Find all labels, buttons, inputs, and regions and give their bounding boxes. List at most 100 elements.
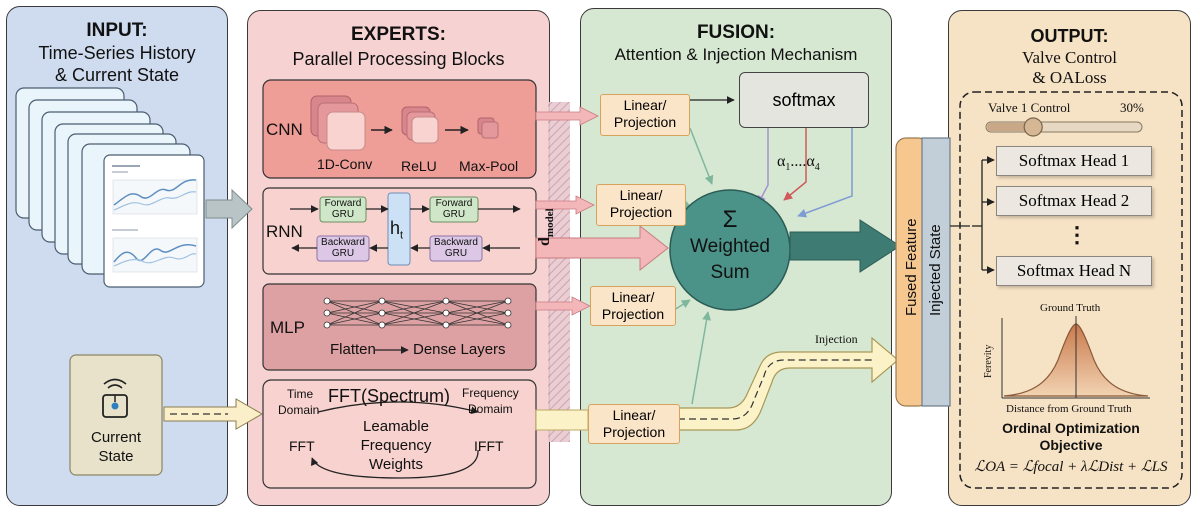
softmax-box: softmax — [739, 72, 869, 128]
chart-y-axis-label: Ferevity — [983, 344, 994, 378]
input-subtitle-2: & Current State — [54, 65, 180, 85]
heads-ellipsis: ⋮ — [1066, 222, 1088, 247]
rnn-to-proj-arrow — [535, 195, 595, 215]
rnn-bwd2-a: Backward — [434, 237, 478, 248]
sensor-icon — [102, 378, 128, 418]
output-subtitle-2: & OALoss — [1032, 68, 1107, 87]
dmodel-bar — [548, 102, 570, 442]
fft-time-domain-2: Domain — [278, 403, 320, 417]
projection-box-2: Linear/Projection — [596, 184, 686, 226]
softmax-head-2: Softmax Head 2 — [996, 186, 1152, 216]
hidden-state-symbol: h — [390, 218, 401, 238]
projection-2-line2: Projection — [609, 204, 673, 220]
time-series-stack — [15, 87, 205, 288]
fusion-subtitle: Attention & Injection Mechanism — [614, 45, 858, 64]
alpha-labels: α1....α4 — [777, 153, 820, 173]
mlp-network — [323, 297, 512, 329]
cnn-conv-blocks — [310, 95, 499, 151]
fft-freq-domain-2: Domaim — [468, 402, 513, 416]
fft-freq-domain-1: Frequency — [462, 386, 519, 400]
rnn-fwd2-a: Forward — [435, 198, 473, 209]
mlp-to-proj-arrow — [535, 296, 591, 316]
projection-3-line1: Linear/ — [611, 289, 655, 305]
valve-slider-fill — [987, 123, 1034, 131]
valve-slider-thumb — [1023, 117, 1043, 137]
dmodel-label: dmodel — [536, 208, 556, 246]
rnn-label: RNN — [266, 222, 303, 241]
injection-label: Injection — [815, 332, 858, 346]
fft-learn-3: Weights — [369, 456, 423, 473]
dmodel-subscript: model — [544, 208, 557, 238]
projection-2-line1: Linear/ — [619, 187, 663, 203]
rnn-fwd1-b: GRU — [331, 209, 355, 220]
rnn-fwd1-a: Forward — [324, 198, 362, 209]
valve-value: 30% — [1120, 100, 1144, 115]
rnn-bwd1-a: Backward — [321, 237, 365, 248]
rnn-bwd2-b: GRU — [444, 248, 468, 259]
injected-state-bar — [921, 137, 951, 407]
cnn-conv-label: 1D-Conv — [317, 156, 373, 172]
projection-box-3: Linear/Projection — [590, 286, 676, 326]
current-state-label-1: Current — [90, 429, 142, 446]
softmax-head-n: Softmax Head N — [996, 256, 1152, 286]
loss-formula: ℒOA = ℒfocal + λℒDist + ℒLS — [974, 459, 1168, 475]
fft-time-domain-1: Time — [287, 387, 314, 401]
alpha-subscript-1: 1 — [785, 162, 791, 174]
alpha-symbol-4: α — [806, 153, 815, 170]
rnn-fwd2-b: GRU — [442, 209, 466, 220]
rnn-hidden-state: ht — [390, 218, 403, 242]
fft-to-proj-arrow — [535, 409, 589, 431]
fft-box — [262, 379, 537, 489]
chart-x-axis-label: Distance from Ground Truth — [1006, 403, 1132, 415]
experts-title: EXPERTS: — [350, 24, 447, 45]
output-subtitle-1: Valve Control — [1022, 48, 1117, 67]
injection-path — [675, 336, 899, 431]
input-subtitle-1: Time-Series History — [38, 43, 196, 63]
mlp-flatten-label: Flatten — [330, 341, 376, 358]
valve-label: Valve 1 Control — [988, 100, 1071, 115]
current-state-arrow — [163, 398, 264, 430]
mlp-label: MLP — [270, 318, 305, 337]
projection-box-4: Linear/Projection — [588, 404, 680, 444]
output-dashed-box — [959, 91, 1183, 489]
gaussian-chart — [1001, 316, 1150, 399]
fft-curve-arrow-bottom — [310, 449, 479, 479]
alpha-dots: .... — [790, 153, 807, 170]
projection-4-line1: Linear/ — [612, 407, 656, 423]
fft-curve-arrow-top — [317, 401, 479, 415]
cnn-relu-label: ReLU — [401, 158, 437, 174]
projection-3-line2: Projection — [601, 306, 665, 322]
alpha-symbol-1: α — [777, 153, 786, 170]
sigma-symbol: Σ — [722, 206, 738, 233]
fft-learn-2: Frequency — [360, 437, 432, 454]
fft-fft-label: FFT — [289, 438, 315, 454]
cnn-pool-label: Max-Pool — [459, 158, 519, 174]
weighted-label: Weighted — [690, 236, 770, 257]
softmax-head-1: Softmax Head 1 — [996, 146, 1152, 176]
cnn-to-proj-arrow — [535, 106, 599, 126]
rnn-bwd1-b: GRU — [331, 248, 355, 259]
fusion-title: FUSION: — [696, 22, 776, 43]
sum-to-fused-arrow — [789, 219, 901, 273]
mlp-dense-label: Dense Layers — [413, 341, 506, 358]
dmodel-symbol: d — [536, 237, 553, 246]
ground-truth-label: Ground Truth — [1040, 302, 1101, 314]
injected-state-label: Injected State — [927, 224, 944, 316]
current-state-card — [69, 354, 163, 476]
fft-ifft-label: IFFT — [474, 438, 504, 454]
projection-1-line1: Linear/ — [623, 97, 667, 113]
output-title: OUTPUT: — [1030, 26, 1109, 46]
hidden-state-subscript: t — [400, 229, 404, 242]
objective-line-1: Ordinal Optimization — [1002, 420, 1140, 436]
projection-box-1: Linear/Projection — [600, 94, 690, 136]
experts-subtitle: Parallel Processing Blocks — [292, 49, 505, 69]
fft-learn-1: Leamable — [363, 418, 429, 435]
alpha-subscript-4: 4 — [814, 162, 820, 174]
rnn-structure — [290, 192, 521, 266]
sum-label: Sum — [710, 262, 750, 283]
input-title: INPUT: — [86, 20, 148, 41]
rnn-to-sum-arrow — [535, 224, 669, 272]
history-to-experts-arrow — [205, 188, 253, 230]
fused-feature-label: Fused Feature — [903, 218, 920, 316]
